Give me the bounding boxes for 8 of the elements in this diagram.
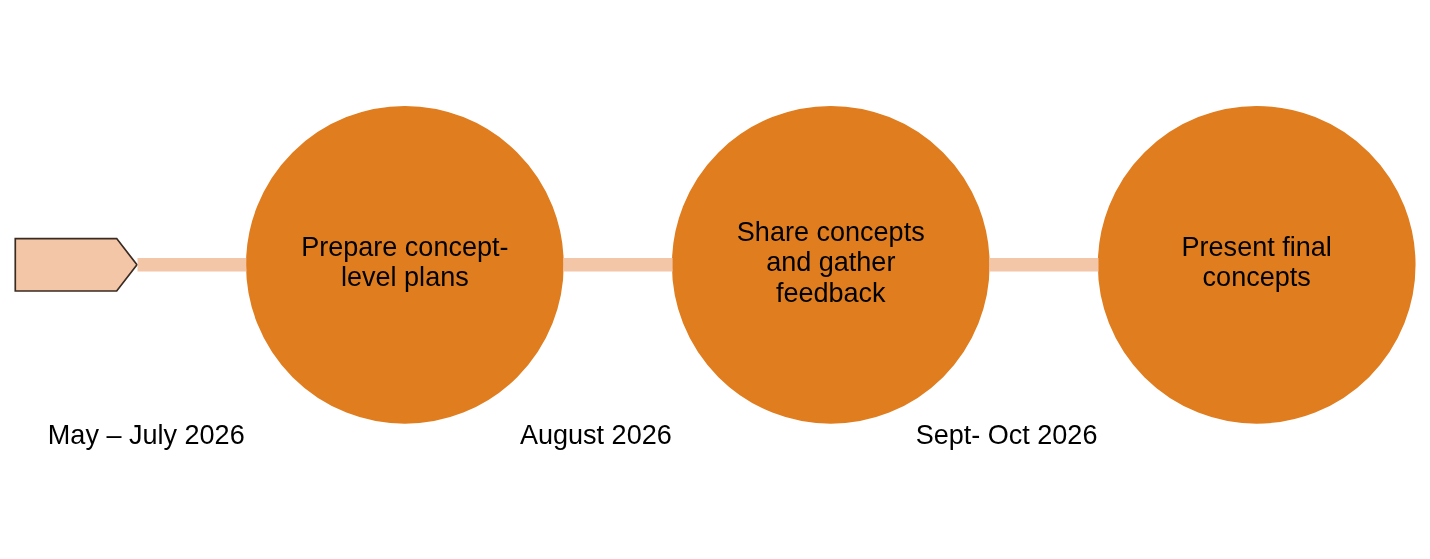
node-label: May – July 2026 [47,419,245,450]
node-circle: Prepare concept- level plans [246,105,564,424]
connector [137,257,247,272]
node-circle: Share concepts and gather feedback [671,105,990,424]
node-circle: Present final concepts [1097,105,1416,424]
node-chevron [14,237,139,292]
connector [563,257,673,272]
connector [989,257,1099,272]
